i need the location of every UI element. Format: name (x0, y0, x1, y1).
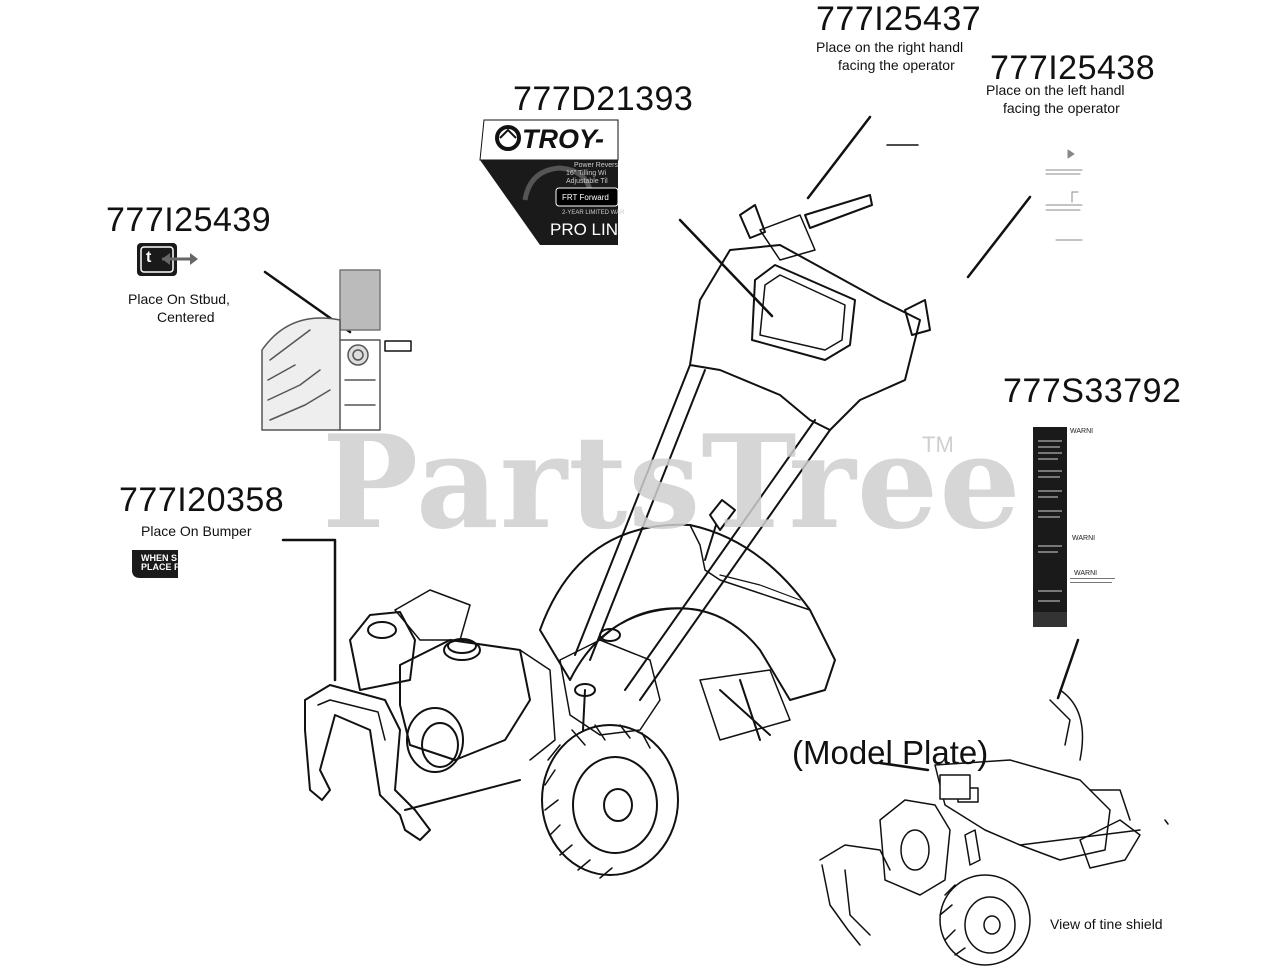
troy-brand-text: TROY- (522, 124, 604, 154)
troy-decal-graphic (479, 119, 619, 245)
note-777I20358: Place On Bumper (141, 523, 252, 539)
leader-777S33792 (1056, 638, 1080, 700)
note-777I25437-line2: facing the operator (838, 57, 955, 73)
t-arrow-icon: t (146, 249, 152, 266)
note-777I25438-line1: Place on the left handl (986, 82, 1125, 98)
watermark-text: PartsTree (322, 408, 1022, 558)
part-number-777S33792[interactable]: 777S33792 (1003, 372, 1182, 410)
warning-decal-graphic (1033, 427, 1117, 627)
part-number-777I25439[interactable]: 777I25439 (106, 201, 272, 239)
note-777I25439-line1: Place On Stbud, (128, 291, 230, 307)
troy-decal-forward: FRT Forward (562, 193, 609, 202)
part-number-777I25437[interactable]: 777I25437 (816, 0, 982, 38)
model-plate-label[interactable]: (Model Plate) (792, 734, 989, 771)
bumper-decal-line1: WHEN S (141, 553, 177, 563)
part-number-777I25438[interactable]: 777I25438 (990, 49, 1156, 87)
warning-header-2: WARNI (1072, 535, 1096, 542)
leader-777D21393 (678, 218, 774, 318)
troy-decal-line1: Power Revers (574, 162, 618, 169)
leader-777I25437 (806, 115, 872, 200)
leader-model-plate (878, 761, 930, 772)
troy-decal-line3: Adjustable Til (566, 178, 608, 185)
warning-header-3: WARNI (1074, 570, 1098, 577)
leader-777I20358 (281, 538, 337, 682)
part-number-777D21393[interactable]: 777D21393 (513, 80, 694, 118)
warning-header-1: WARNI (1070, 428, 1094, 435)
tine-shield-caption: View of tine shield (1050, 916, 1163, 932)
troy-decal-series: PRO LINE (550, 220, 630, 239)
bumper-decal-line2: PLACE F (141, 562, 180, 572)
troy-decal-warranty: 2-YEAR LIMITED WAR (562, 210, 625, 216)
watermark-trademark: TM (922, 432, 954, 457)
note-777I25438-line2: facing the operator (1003, 100, 1120, 116)
note-777I25437-line1: Place on the right handl (816, 39, 964, 55)
leader-777I25438 (966, 195, 1032, 279)
note-777I25439-line2: Centered (157, 309, 215, 325)
bumper-decal-graphic (132, 550, 178, 578)
stud-decal-graphic (137, 243, 198, 276)
troy-decal-line2: 16" Tilling Wi (566, 170, 607, 177)
part-number-777I20358[interactable]: 777I20358 (119, 481, 285, 519)
